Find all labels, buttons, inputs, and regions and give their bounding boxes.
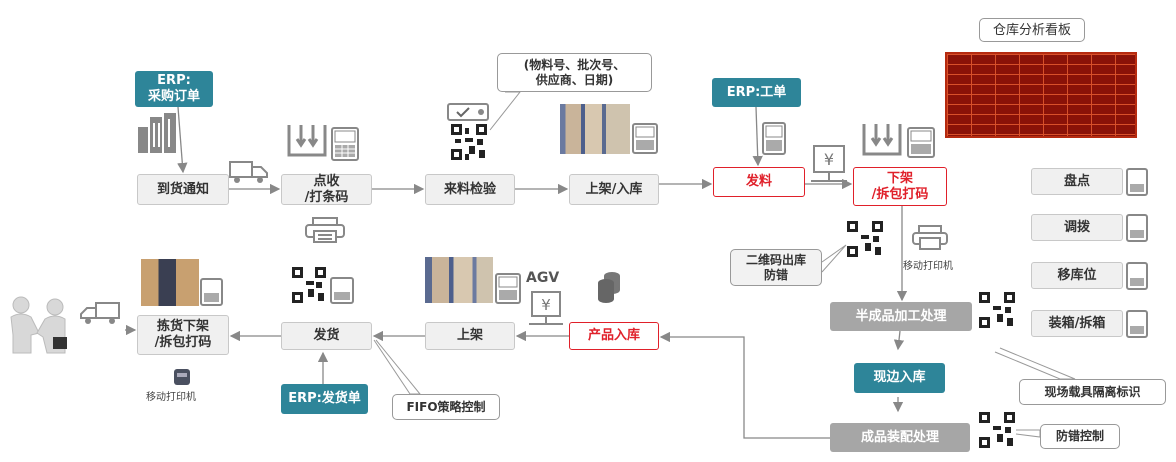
truck-icon [229,161,268,183]
arrow-erp-to-issue [752,106,763,167]
scanner-icon [447,103,489,121]
inspect-info-callout: (物料号、批次号、 供应商、日期) [497,53,652,92]
right-item-transfer[interactable]: 调拨 [1031,214,1123,241]
semi-finished-processing[interactable]: 半成品加工处理 [830,302,972,331]
error-proof-callout: 防错控制 [1040,424,1120,449]
building-icon [138,113,176,153]
erp-work-order[interactable]: ERP:工单 [712,78,801,107]
qr-code-icon [979,412,1015,448]
handshake-icon [10,296,67,354]
fifo-callout: FIFO策略控制 [392,394,500,420]
mobile-printer-label: 移动打印机 [146,392,196,403]
warehouse-photo [425,257,493,303]
erp-shipping-order[interactable]: ERP:发货单 [281,384,368,414]
product-inbound[interactable]: 产品入库 [569,322,659,350]
phone-icon [330,277,354,304]
phone-icon [495,273,521,304]
qr-outbound-callout: 二维码出库 防错 [730,249,822,286]
phone-icon [762,122,786,155]
tray-icon [862,124,902,156]
qr-code-icon [979,292,1015,328]
isolation-callout: 现场载具隔离标识 [1019,379,1166,405]
receive-barcode[interactable]: 点收 /打条码 [281,174,372,205]
worker-photo [141,259,199,306]
svg-text:¥: ¥ [541,296,551,314]
phone-icon [331,127,359,161]
right-item-relocate[interactable]: 移库位 [1031,262,1123,289]
arrow-assembly-to-product-in [659,331,830,439]
shelve[interactable]: 上架 [425,322,515,350]
phone-icon [1126,310,1148,338]
phone-icon [907,127,935,158]
qr-code-icon [451,124,487,160]
phone-icon [1126,168,1148,196]
phone-icon [632,123,658,154]
qr-code-icon [292,267,326,303]
incoming-inspection[interactable]: 来料检验 [425,174,515,205]
qr-code-icon [847,221,883,257]
phone-icon [1126,214,1148,242]
board-callout: 仓库分析看板 [979,18,1085,42]
mobile-printer-label: 移动打印机 [903,261,953,272]
unshelve-barcode[interactable]: 下架 /拆包打码 [853,167,947,206]
arrival-notice[interactable]: 到货通知 [137,174,229,205]
yen-monitor-icon: ¥ [811,145,847,182]
phone-icon [200,278,223,306]
line-side-inbound[interactable]: 现边入库 [854,363,945,393]
phone-icon [1126,262,1148,290]
right-item-packing[interactable]: 装箱/拆箱 [1031,310,1123,337]
database-icon [598,272,620,303]
agv-label: AGV [526,270,560,286]
warehouse-photo [560,104,630,154]
material-issue[interactable]: 发料 [713,167,805,197]
printer-icon [305,217,345,243]
arrow-semi-to-lineside [893,330,905,351]
yen-monitor-icon: ¥ [529,291,563,325]
shelve-inbound[interactable]: 上架/入库 [569,174,659,205]
erp-purchase-order[interactable]: ERP: 采购订单 [135,71,213,107]
right-item-inventory[interactable]: 盘点 [1031,168,1123,195]
svg-text:¥: ¥ [824,150,834,169]
pick-unshelve[interactable]: 拣货下架 /拆包打码 [137,315,229,355]
shipping[interactable]: 发货 [281,322,372,350]
dashboard-board [945,52,1137,138]
mobile-printer-icon [174,369,190,385]
final-assembly[interactable]: 成品装配处理 [830,423,970,452]
printer-icon [912,225,948,250]
tray-icon [287,125,327,157]
arrow-erp-to-arrival [177,106,188,174]
truck-icon [80,302,120,324]
